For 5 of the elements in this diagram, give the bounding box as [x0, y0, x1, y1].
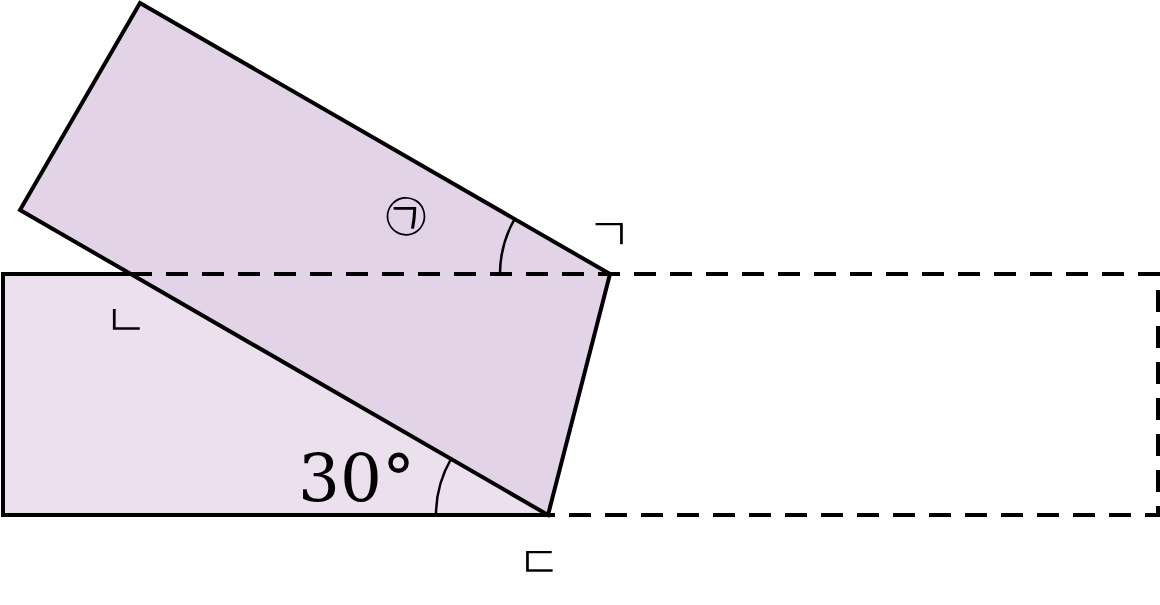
angle-marker: ㉠: [384, 192, 428, 236]
vertex-label: ㄴ: [104, 298, 148, 342]
vertex-label: ㄷ: [518, 540, 562, 584]
vertex-label: ㄱ: [588, 212, 632, 256]
angle-label: 30°: [298, 446, 415, 512]
